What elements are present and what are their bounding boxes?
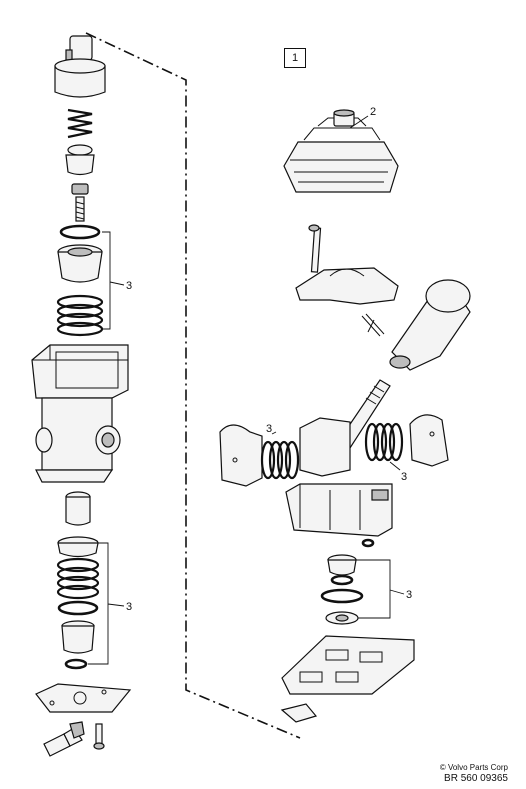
o-ring-upper [59,224,101,240]
side-bracket-right-part [409,414,449,467]
mounting-plate-part [35,683,132,713]
bracket-lower [88,542,125,665]
cover-bolt-part [308,224,322,273]
spring-right-part [364,422,404,462]
right-lever-assembly: 2 [219,106,471,723]
rubber-boot-part [283,109,399,193]
leader-2 [349,115,369,129]
clip-part [280,703,318,723]
callout-3-right-lower: 3 [406,589,412,601]
o-ring-right-1 [330,574,354,586]
callout-3-left: 3 [266,423,272,435]
bracket-right [356,559,405,619]
lower-seal-part [327,554,357,576]
callout-3-upper: 3 [126,280,132,292]
screw-part [75,196,85,222]
reference-code: BR 560 09365 [444,773,508,784]
copyright-text: © Volvo Parts Corp [439,763,508,772]
view-number-box: 1 [284,48,306,68]
left-valve-assembly: 3 [31,35,132,757]
small-washer-part [361,538,375,548]
cover-bracket-part [295,267,399,305]
lower-cup-right-part [325,611,359,625]
lower-plunger-part [65,491,91,526]
upper-spring-part [67,108,93,139]
o-ring-lower [57,600,99,616]
leader-3-left [271,431,277,435]
callout-3-right: 3 [401,471,407,483]
plunger-part [65,144,95,176]
lower-cup-part [61,620,95,654]
seal-cup-lower-part [57,536,99,558]
bracket-upper [102,231,125,330]
pin-part [361,313,385,337]
side-bracket-left-part [219,424,263,487]
gear-knob-part [389,279,471,371]
o-ring-right-2 [320,588,364,604]
callout-3-lower: 3 [126,601,132,613]
valve-body-part [31,344,129,483]
o-ring-small [64,658,88,670]
big-spring-lower [56,557,100,600]
gate-plate-part [281,635,415,695]
spring-left-part [260,440,300,480]
leader-3-right [389,461,401,471]
pivot-housing-part [299,417,351,477]
assembly-connection-line [85,32,301,739]
fitting-screw-part [93,723,105,750]
big-spring-upper [56,294,104,337]
callout-2: 2 [370,106,376,118]
gate-housing-part [285,483,393,537]
hose-fitting-part [43,721,85,757]
top-cap-part [54,35,106,98]
seal-cup-part [57,244,103,283]
small-nut-part [71,183,89,195]
